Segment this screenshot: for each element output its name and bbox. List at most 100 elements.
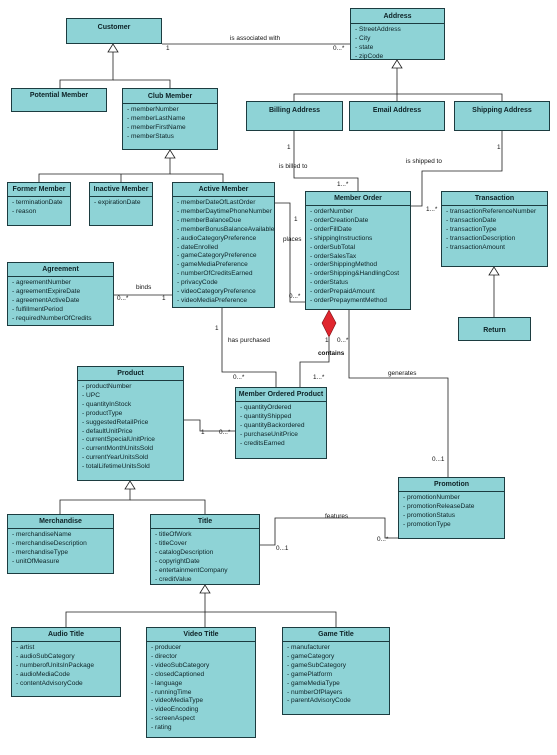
association-label: is billed to: [279, 163, 308, 170]
class-title: Address: [351, 9, 444, 24]
attribute-list: agreementNumberagreementExpireDateagreem…: [8, 277, 113, 324]
multiplicity-label: 1: [166, 45, 170, 52]
class-title: Member Ordered Product: [236, 388, 326, 402]
attribute: suggestedRetailPrice: [82, 419, 183, 428]
association-label: places: [283, 236, 302, 243]
attribute: gameMediaType: [287, 680, 389, 689]
class-title: Agreement: [8, 263, 113, 277]
attribute: quantityShipped: [240, 413, 326, 422]
attribute: merchandiseDescription: [12, 540, 113, 549]
attribute: purchaseUnitPrice: [240, 431, 326, 440]
attribute-list: merchandiseNamemerchandiseDescriptionmer…: [8, 529, 113, 567]
attribute: state: [355, 44, 444, 53]
attribute: terminationDate: [12, 199, 70, 208]
attribute: orderShipping&HandlingCost: [310, 270, 410, 279]
attribute: transactionAmount: [446, 244, 547, 253]
attribute: currentMonthUnitsSold: [82, 445, 183, 454]
attribute: titleCover: [155, 540, 259, 549]
class-potential: Potential Member: [11, 88, 107, 112]
attribute: dateEnrolled: [177, 244, 274, 253]
attribute: memberNumber: [127, 106, 217, 115]
class-transaction: TransactiontransactionReferenceNumbertra…: [441, 191, 548, 267]
connector-line: [59, 492, 131, 514]
multiplicity-label: 1: [287, 144, 291, 151]
attribute-list: memberNumbermemberLastNamememberFirstNam…: [123, 104, 217, 142]
attribute: gameMediaPreference: [177, 261, 274, 270]
attribute: creditsEarned: [240, 440, 326, 449]
attribute: memberBonusBalanceAvailable: [177, 226, 274, 235]
attribute: audioMediaCode: [16, 671, 120, 680]
attribute-list: manufacturergameCategorygameSubCategoryg…: [283, 642, 389, 706]
multiplicity-label: 1: [294, 216, 298, 223]
class-shipping: Shipping Address: [454, 101, 550, 131]
class-title: Potential Member: [29, 92, 89, 99]
class-email: Email Address: [349, 101, 445, 131]
class-title: Customer: [97, 23, 131, 31]
connector-line: [59, 60, 114, 88]
connector-line: [299, 337, 330, 387]
attribute-list: productNumberUPCquantityInStockproductTy…: [78, 381, 183, 472]
association-label: is associated with: [230, 35, 281, 42]
class-title: Inactive Member: [90, 183, 152, 197]
connector-line: [130, 499, 206, 514]
class-title: Club Member: [123, 89, 217, 104]
class-title: Merchandise: [8, 515, 113, 529]
connector-line: [260, 517, 398, 546]
attribute: videoEncoding: [151, 706, 255, 715]
attribute: videoMediaType: [151, 697, 255, 706]
generalization-arrowhead: [164, 149, 176, 159]
attribute: agreementNumber: [12, 279, 113, 288]
attribute: language: [151, 680, 255, 689]
attribute: orderNumber: [310, 208, 410, 217]
multiplicity-label: 0...*: [333, 45, 345, 52]
class-title: Shipping Address: [472, 106, 532, 114]
attribute: totalLifetimeUnitsSold: [82, 463, 183, 472]
connector-line: [221, 308, 277, 387]
attribute: productType: [82, 410, 183, 419]
multiplicity-label: 0...*: [117, 295, 129, 302]
attribute: privacyCode: [177, 279, 274, 288]
class-club: Club MembermemberNumbermemberLastNamemem…: [122, 88, 218, 150]
multiplicity-label: 1: [201, 429, 205, 436]
generalization-arrowhead: [488, 266, 500, 276]
attribute-list: terminationDatereason: [8, 197, 70, 217]
attribute: City: [355, 35, 444, 44]
attribute: numberofUnitsInPackage: [16, 662, 120, 671]
attribute: orderPrepaidAmount: [310, 288, 410, 297]
connector-line: [184, 419, 235, 432]
attribute: entertainmentCompany: [155, 567, 259, 576]
attribute: copyrightDate: [155, 558, 259, 567]
generalization-arrowhead: [391, 59, 403, 69]
attribute: director: [151, 653, 255, 662]
attribute: screenAspect: [151, 715, 255, 724]
attribute: expirationDate: [94, 199, 152, 208]
attribute: promotionNumber: [403, 494, 504, 503]
association-label: generates: [388, 370, 417, 377]
class-title: Promotion: [399, 478, 504, 492]
class-game: Game TitlemanufacturergameCategorygameSu…: [282, 627, 390, 715]
attribute: videoMediaPreference: [177, 297, 274, 306]
connector-line: [275, 202, 305, 303]
attribute: manufacturer: [287, 644, 389, 653]
attribute-list: producerdirectorvideoSubCategoryclosedCa…: [147, 642, 255, 733]
attribute: runningTime: [151, 689, 255, 698]
attribute: orderSubTotal: [310, 244, 410, 253]
class-customer: Customer: [66, 18, 162, 44]
class-title: Member Order: [306, 192, 410, 206]
attribute: orderSalesTax: [310, 253, 410, 262]
attribute: videoCategoryPreference: [177, 288, 274, 297]
class-mop: Member Ordered ProductquantityOrderedqua…: [235, 387, 327, 459]
attribute: memberDaytimePhoneNumber: [177, 208, 274, 217]
class-title: Product: [78, 367, 183, 381]
attribute: requiredNumberOfCredits: [12, 315, 113, 324]
class-title: Title: [151, 515, 259, 529]
attribute: productNumber: [82, 383, 183, 392]
class-title: TitletitleOfWorktitleCovercatalogDescrip…: [150, 514, 260, 585]
attribute: shippingInstructions: [310, 235, 410, 244]
attribute: creditValue: [155, 576, 259, 585]
class-promotion: PromotionpromotionNumberpromotionRelease…: [398, 477, 505, 539]
class-title: Audio Title: [12, 628, 120, 642]
attribute-list: StreetAddressCitystatezipCode: [351, 24, 444, 62]
multiplicity-label: 0...1: [276, 545, 289, 552]
multiplicity-label: 0...*: [233, 374, 245, 381]
